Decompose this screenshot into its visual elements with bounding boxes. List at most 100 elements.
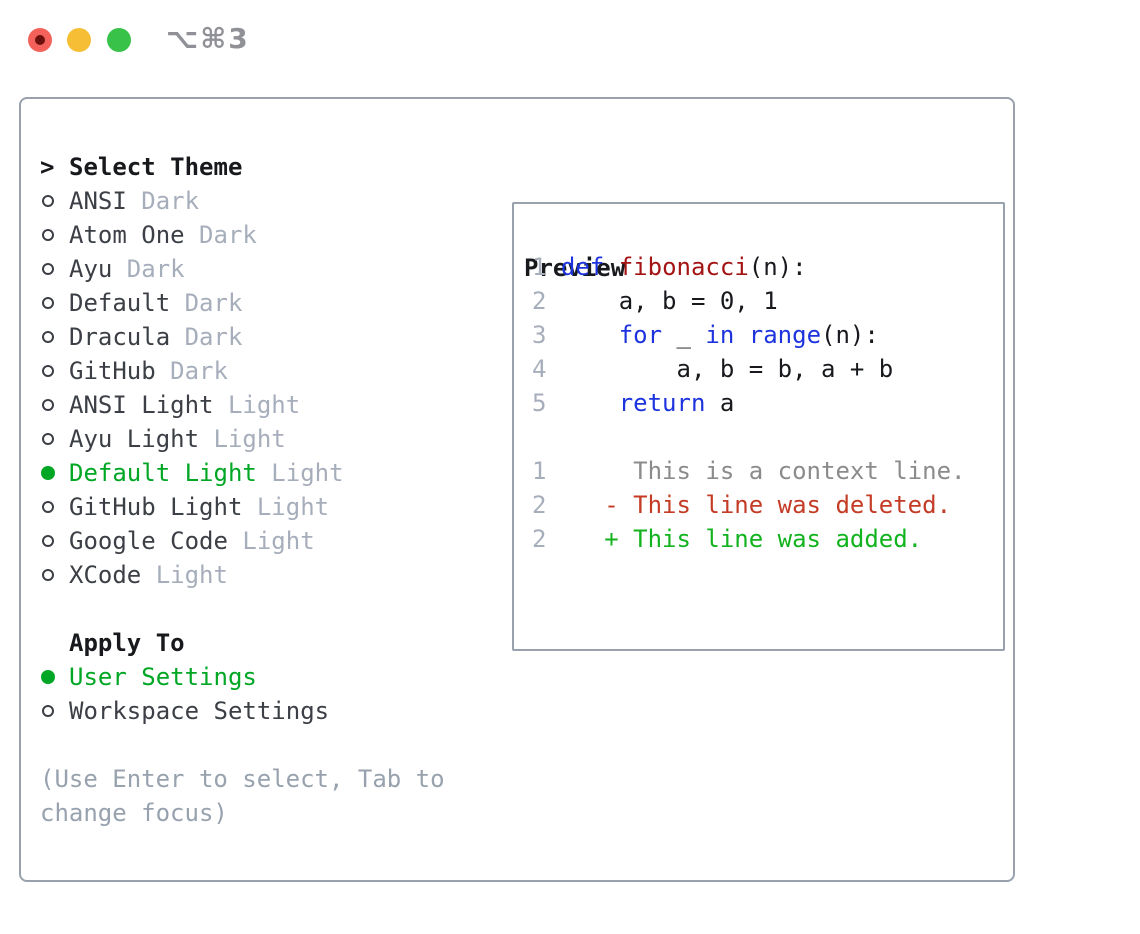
select-theme-title: Select Theme — [69, 153, 243, 181]
diff-line-deleted: 2 - This line was deleted. — [532, 488, 1003, 522]
theme-option[interactable]: Default Light Light — [40, 456, 445, 490]
theme-option-label: ANSI Light — [69, 391, 214, 419]
line-number: 2 — [532, 287, 561, 315]
theme-variant-tag: Light — [199, 425, 286, 453]
diff-preview: 1 This is a context line.2 - This line w… — [532, 454, 1003, 556]
radio-marker — [40, 535, 69, 547]
radio-marker — [40, 263, 69, 275]
token-plain: (n): — [821, 321, 879, 349]
theme-option-label: Google Code — [69, 527, 228, 555]
token-plain: a, b = 0, 1 — [560, 287, 778, 315]
apply-to-title: Apply To — [69, 629, 185, 657]
diff-text: + This line was added. — [546, 525, 923, 553]
radio-marker — [40, 331, 69, 343]
theme-option[interactable]: Dracula Dark — [40, 320, 445, 354]
radio-icon — [42, 365, 54, 377]
theme-variant-tag: Light — [256, 459, 344, 487]
theme-option[interactable]: Ayu Dark — [40, 252, 445, 286]
spacer — [40, 728, 445, 762]
theme-variant-tag: Light — [141, 561, 228, 589]
select-theme-header: > Select Theme — [40, 150, 445, 184]
theme-variant-tag: Dark — [155, 357, 228, 385]
theme-option-label: Default Light — [69, 459, 257, 487]
radio-icon — [42, 331, 54, 343]
zoom-window-button[interactable] — [107, 28, 131, 52]
token-plain: a — [705, 389, 735, 417]
apply-to-option[interactable]: Workspace Settings — [40, 694, 445, 728]
theme-option[interactable]: XCode Light — [40, 558, 445, 592]
focus-caret-icon: > — [40, 153, 55, 181]
minimize-window-button[interactable] — [67, 28, 91, 52]
theme-option[interactable]: GitHub Light Light — [40, 490, 445, 524]
theme-option-label: GitHub Light — [69, 493, 243, 521]
theme-option[interactable]: ANSI Light Light — [40, 388, 445, 422]
apply-to-header: Apply To — [40, 626, 445, 660]
token-keyword: in — [705, 321, 735, 349]
keyboard-shortcut-label: ⌥⌘3 — [166, 22, 250, 55]
radio-marker — [40, 466, 69, 480]
token-keyword: return — [618, 389, 706, 417]
line-number: 4 — [532, 355, 561, 383]
theme-option[interactable]: Ayu Light Light — [40, 422, 445, 456]
radio-icon — [42, 705, 54, 717]
radio-icon — [42, 297, 54, 309]
theme-variant-tag: Dark — [170, 323, 243, 351]
token-plain — [734, 321, 748, 349]
theme-option[interactable]: ANSI Dark — [40, 184, 445, 218]
theme-variant-tag: Dark — [184, 221, 257, 249]
theme-option[interactable]: Default Dark — [40, 286, 445, 320]
theme-option-label: ANSI — [69, 187, 127, 215]
theme-option[interactable]: Atom One Dark — [40, 218, 445, 252]
token-function: fibonacci — [618, 253, 749, 281]
theme-option[interactable]: GitHub Dark — [40, 354, 445, 388]
theme-option-label: XCode — [69, 561, 142, 589]
line-number: 1 — [532, 253, 561, 281]
token-keyword: for — [618, 321, 663, 349]
line-number: 2 — [532, 525, 547, 553]
theme-variant-tag: Light — [213, 391, 301, 419]
radio-icon — [42, 195, 54, 207]
radio-marker — [40, 195, 69, 207]
diff-text: - This line was deleted. — [546, 491, 952, 519]
token-plain: a, b = b, a + b — [560, 355, 894, 383]
theme-option[interactable]: Google Code Light — [40, 524, 445, 558]
usage-hint-line1: (Use Enter to select, Tab to — [40, 765, 445, 793]
radio-icon — [42, 501, 54, 513]
line-number: 1 — [532, 457, 547, 485]
token-keyword: def — [560, 253, 605, 281]
diff-text: This is a context line. — [546, 457, 966, 485]
radio-icon — [42, 433, 54, 445]
close-window-button[interactable] — [28, 28, 52, 52]
diff-line-context: 1 This is a context line. — [532, 454, 1003, 488]
radio-icon — [42, 229, 54, 241]
theme-option-label: Default — [69, 289, 171, 317]
apply-to-option[interactable]: User Settings — [40, 660, 445, 694]
code-line: 2 a, b = 0, 1 — [532, 284, 1003, 318]
radio-icon — [42, 535, 54, 547]
spacer — [532, 420, 1003, 454]
radio-marker — [40, 399, 69, 411]
radio-marker — [40, 229, 69, 241]
theme-variant-tag: Light — [227, 527, 315, 555]
theme-option-label: Atom One — [69, 221, 185, 249]
theme-option-label: GitHub — [69, 357, 156, 385]
line-number: 5 — [532, 389, 561, 417]
token-plain — [604, 253, 618, 281]
radio-marker — [40, 433, 69, 445]
radio-marker — [40, 297, 69, 309]
theme-variant-tag: Light — [242, 493, 330, 521]
usage-hint-line2: change focus) — [40, 799, 228, 827]
radio-marker — [40, 705, 69, 717]
code-line: 1 def fibonacci(n): — [532, 250, 1003, 284]
radio-marker — [40, 365, 69, 377]
spacer — [40, 592, 445, 626]
theme-variant-tag: Dark — [126, 187, 200, 215]
token-plain — [561, 389, 619, 417]
code-line: 5 return a — [532, 386, 1003, 420]
line-number: 2 — [532, 491, 547, 519]
